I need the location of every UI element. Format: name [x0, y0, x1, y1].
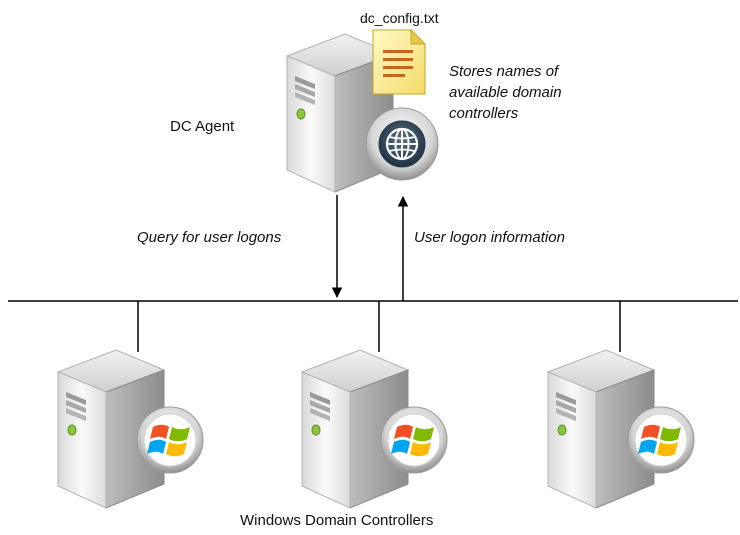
config-file-icon	[372, 28, 427, 95]
response-label: User logon information	[414, 229, 565, 246]
windows-logo-icon	[380, 406, 448, 474]
dc-agent-label: DC Agent	[170, 118, 235, 135]
windows-logo-icon	[136, 406, 204, 474]
network-bus	[8, 300, 738, 352]
query-label: Query for user logons	[137, 229, 282, 246]
config-file-label: dc_config.txt	[360, 10, 439, 26]
group-label: Windows Domain Controllers	[240, 512, 434, 529]
storage-note-line-3: controllers	[449, 105, 519, 122]
storage-note-line-1: Stores names of	[449, 63, 559, 80]
windows-logo-icon	[627, 406, 695, 474]
storage-note-line-2: available domain	[449, 84, 562, 101]
globe-icon	[365, 107, 439, 181]
